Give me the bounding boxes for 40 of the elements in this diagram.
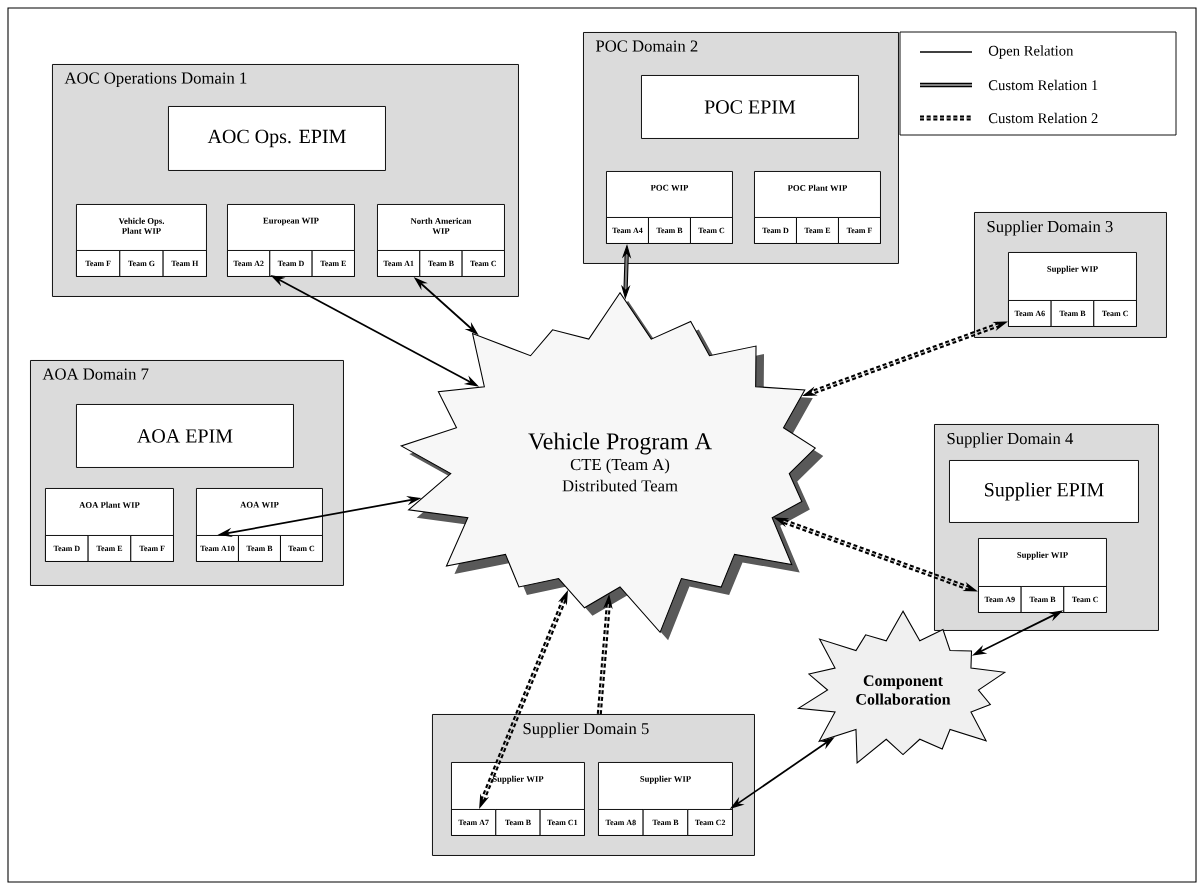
team-cell: Team E xyxy=(796,217,839,244)
team-cell: Team A8 xyxy=(598,809,644,836)
epim-box: Supplier EPIM xyxy=(949,460,1139,523)
team-cell: Team B xyxy=(495,809,541,836)
team-cell: Team E xyxy=(87,535,132,562)
team-cell: Team C xyxy=(280,535,323,562)
team-cell: Team A7 xyxy=(451,809,497,836)
team-cell: Team C xyxy=(690,217,733,244)
team-cell: Team A2 xyxy=(227,250,271,277)
epim-box: POC EPIM xyxy=(641,75,859,139)
team-cell: Team A4 xyxy=(606,217,649,244)
epim-box: AOC Ops. EPIM xyxy=(168,106,386,171)
epim-box: AOA EPIM xyxy=(76,404,294,468)
team-cell: Team F xyxy=(130,535,174,562)
legend-label: Custom Relation 2 xyxy=(988,112,1098,124)
team-cell: Team C1 xyxy=(539,809,585,836)
team-cell: Team B xyxy=(642,809,689,836)
team-cell: Team F xyxy=(838,217,881,244)
team-cell: Team D xyxy=(45,535,89,562)
team-cell: Team B xyxy=(1050,300,1095,327)
team-cell: Team A1 xyxy=(377,250,421,277)
team-cell: Team A9 xyxy=(978,586,1022,613)
legend-label: Custom Relation 1 xyxy=(988,79,1098,91)
team-cell: Team D xyxy=(754,217,797,244)
team-cell: Team B xyxy=(238,535,281,562)
team-cell: Team B xyxy=(1020,586,1065,613)
legend-label: Open Relation xyxy=(988,45,1074,59)
team-cell: Team C xyxy=(1093,300,1137,327)
team-cell: Team A10 xyxy=(196,535,239,562)
team-cell: Team G xyxy=(119,250,164,277)
team-cell: Team E xyxy=(311,250,355,277)
team-cell: Team H xyxy=(162,250,207,277)
team-cell: Team F xyxy=(76,250,121,277)
team-cell: Team B xyxy=(419,250,463,277)
team-cell: Team C xyxy=(1063,586,1107,613)
team-cell: Team C2 xyxy=(687,809,733,836)
team-cell: Team C xyxy=(461,250,505,277)
team-cell: Team D xyxy=(269,250,313,277)
team-cell: Team A6 xyxy=(1008,300,1052,327)
team-cell: Team B xyxy=(648,217,691,244)
